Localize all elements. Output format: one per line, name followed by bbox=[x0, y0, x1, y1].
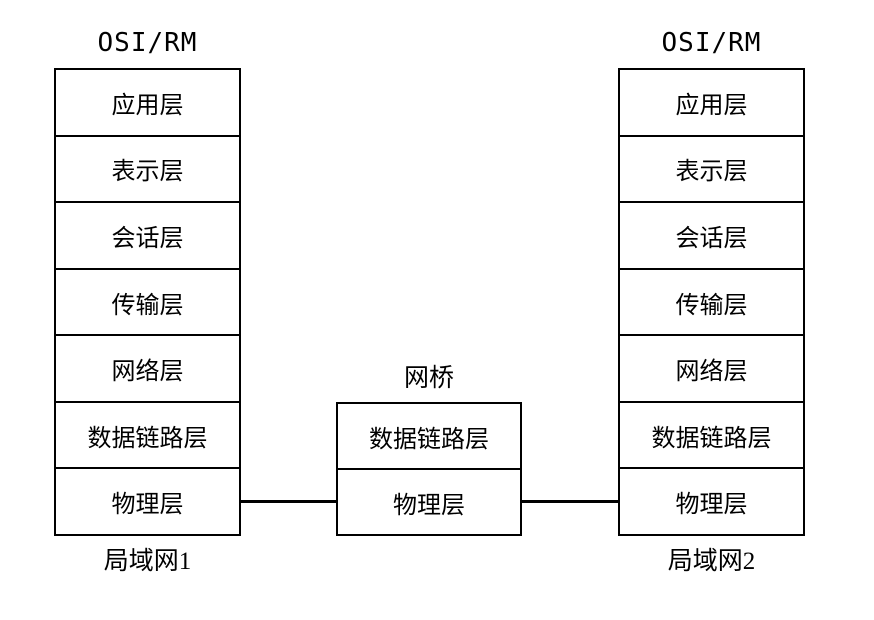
connector-line-left bbox=[241, 500, 336, 503]
right-layer-application: 应用层 bbox=[675, 92, 748, 119]
right-osi-stack: 应用层 表示层 会话层 传输层 网络层 数据链路层 物理层 bbox=[618, 68, 805, 536]
bridge-layer-physical: 物理层 bbox=[338, 468, 520, 534]
right-layer-presentation: 表示层 bbox=[620, 134, 803, 202]
left-layer-transport: 传输层 bbox=[56, 267, 239, 335]
bridge-box: 数据链路层 物理层 bbox=[336, 402, 522, 536]
left-stack-title: OSI/RM bbox=[97, 28, 198, 58]
left-layer-presentation: 表示层 bbox=[56, 134, 239, 202]
bridge-title: 网桥 bbox=[403, 365, 454, 392]
left-layer-application: 应用层 bbox=[111, 92, 184, 119]
right-layer-transport: 传输层 bbox=[620, 267, 803, 335]
right-layer-datalink: 数据链路层 bbox=[620, 400, 803, 468]
right-layer-session: 会话层 bbox=[620, 201, 803, 268]
bridge-layer-datalink: 数据链路层 bbox=[369, 426, 489, 453]
right-layer-network: 网络层 bbox=[620, 334, 803, 401]
left-layer-network: 网络层 bbox=[56, 334, 239, 401]
connector-line-right bbox=[522, 500, 618, 503]
left-layer-datalink: 数据链路层 bbox=[56, 400, 239, 468]
left-layer-physical: 物理层 bbox=[56, 467, 239, 534]
left-osi-stack: 应用层 表示层 会话层 传输层 网络层 数据链路层 物理层 bbox=[54, 68, 241, 536]
right-stack-title: OSI/RM bbox=[661, 28, 762, 58]
lan2-caption: 局域网2 bbox=[667, 548, 756, 575]
right-layer-physical: 物理层 bbox=[620, 467, 803, 534]
left-layer-session: 会话层 bbox=[56, 201, 239, 268]
lan1-caption: 局域网1 bbox=[103, 548, 192, 575]
